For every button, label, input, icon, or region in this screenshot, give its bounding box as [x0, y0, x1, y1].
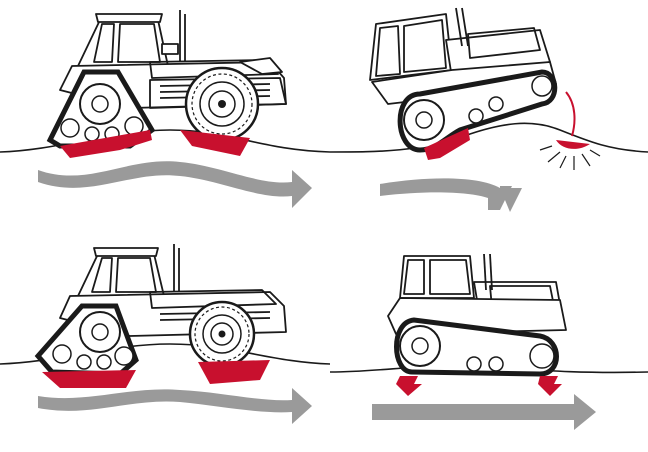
- soil-impact-top-right: [539, 91, 601, 170]
- pressure-wedge-bottom-right-rear: [396, 376, 422, 396]
- pressure-wedge-bottom-right-front: [538, 376, 562, 396]
- pressure-wedge-top-left-front: [180, 130, 250, 156]
- rear-track-bottom-left: [34, 303, 139, 377]
- panel-bottom-right: [329, 253, 648, 430]
- panel-top-right: [329, 7, 648, 212]
- flow-arrow-bottom-left: [38, 388, 312, 424]
- flexible-track-bottom-right: [394, 317, 559, 377]
- panel-bottom-left: [0, 244, 331, 424]
- pressure-wedge-top-right: [424, 128, 470, 160]
- front-wheel-bottom-left: [188, 300, 256, 368]
- flow-arrow-top-right: [380, 178, 512, 210]
- pressure-wedge-top-left-rear: [60, 130, 152, 158]
- ground-line-top-left: [0, 129, 331, 153]
- pressure-wedge-bottom-left-rear: [42, 370, 136, 388]
- front-wheel-top-left: [184, 66, 260, 142]
- flow-arrow-bottom-right: [372, 394, 596, 430]
- flow-arrow-top-left: [38, 161, 312, 208]
- panel-top-left: [0, 10, 331, 208]
- pressure-wedge-bottom-left-front: [198, 360, 270, 384]
- ground-line-top-right: [329, 122, 648, 153]
